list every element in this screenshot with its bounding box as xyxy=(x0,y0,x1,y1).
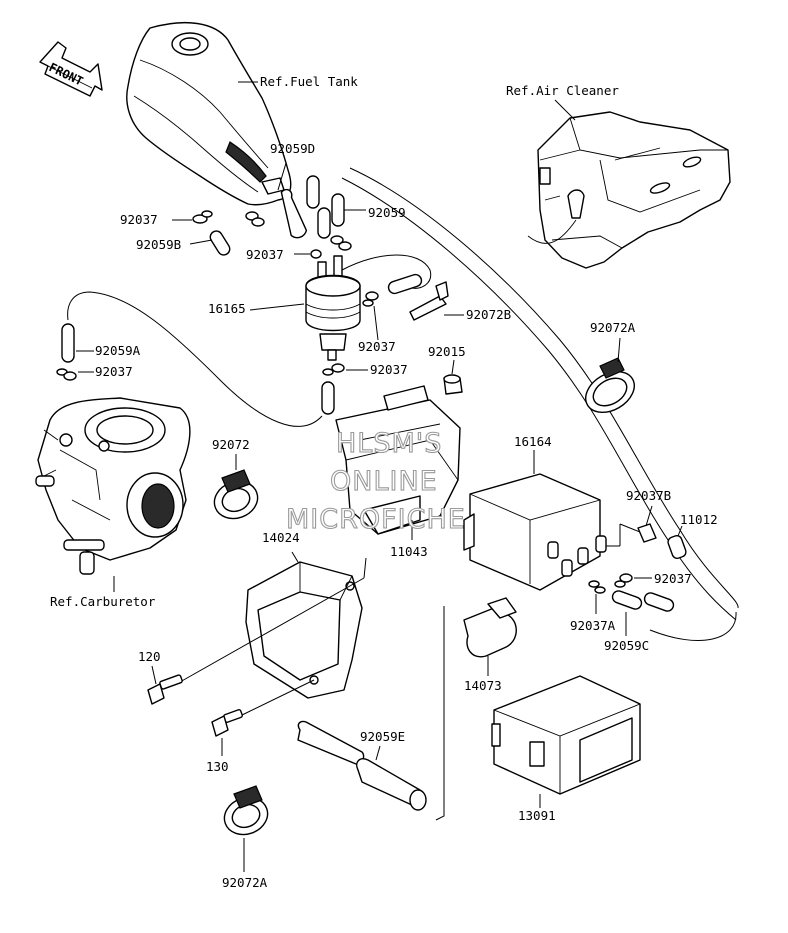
label-13091: 13091 xyxy=(518,808,556,823)
clamp-92072B-part xyxy=(387,273,449,321)
fuel-tank-part xyxy=(126,22,292,206)
bolt-120-part xyxy=(147,674,183,705)
clip-92037B-part xyxy=(637,523,657,543)
label-92072B: 92072B xyxy=(466,307,511,322)
label-92059D: 92059D xyxy=(270,141,315,156)
label-92037B: 92037B xyxy=(626,488,671,503)
label-92072A-top: 92072A xyxy=(590,320,636,335)
clip-92037-lower-icons xyxy=(322,363,345,376)
box-13091-part xyxy=(491,675,641,795)
hose-92059D-part xyxy=(280,188,308,239)
hose-92059-parts xyxy=(306,175,345,239)
clip-92037-left-icons xyxy=(56,368,77,381)
hose-92059C-part xyxy=(611,590,675,612)
label-14073: 14073 xyxy=(464,678,502,693)
air-cleaner-part xyxy=(527,111,731,269)
bracket-11043-part xyxy=(335,385,461,535)
label-92059C: 92059C xyxy=(604,638,649,653)
label-92059A: 92059A xyxy=(95,343,141,358)
label-92037-e: 92037 xyxy=(95,364,133,379)
cap-11012-part xyxy=(667,534,687,560)
hose-short-part xyxy=(321,381,335,415)
label-11012: 11012 xyxy=(680,512,718,527)
carburetor-part xyxy=(35,397,191,575)
label-16164: 16164 xyxy=(514,434,552,449)
hose-92059B-part xyxy=(209,230,231,256)
label-92059B: 92059B xyxy=(136,237,181,252)
ref-air-cleaner-label: Ref.Air Cleaner xyxy=(506,83,619,98)
label-92037-d: 92037 xyxy=(370,362,408,377)
watermark-line-3: MICROFICHE xyxy=(286,504,466,535)
watermark: HLSM'S ONLINE MICROFICHE xyxy=(285,427,466,535)
label-92059: 92059 xyxy=(368,205,406,220)
clip-92037-right-icons xyxy=(588,573,633,594)
label-92072: 92072 xyxy=(212,437,250,452)
label-92037-f: 92037 xyxy=(654,571,692,586)
watermark-line-2: ONLINE xyxy=(330,466,438,497)
front-arrow-icon: FRONT xyxy=(39,41,103,97)
canister-16164-part xyxy=(463,473,607,591)
watermark-line-1: HLSM'S xyxy=(336,428,442,459)
fuel-pump-part xyxy=(305,255,361,361)
label-92072A-bottom: 92072A xyxy=(222,875,268,890)
clip-92037-icons xyxy=(192,210,352,259)
label-16165: 16165 xyxy=(208,301,246,316)
label-120: 120 xyxy=(138,649,161,664)
bolt-130-part xyxy=(211,709,243,737)
label-130: 130 xyxy=(206,759,229,774)
label-14024: 14024 xyxy=(262,530,300,545)
label-92059E: 92059E xyxy=(360,729,405,744)
label-92037-c: 92037 xyxy=(358,339,396,354)
clip-14073-part xyxy=(463,597,517,658)
label-11043: 11043 xyxy=(390,544,428,559)
hose-92059E-part xyxy=(297,720,427,811)
ref-fuel-tank-label: Ref.Fuel Tank xyxy=(260,74,358,89)
label-92015: 92015 xyxy=(428,344,466,359)
hose-92059A-part xyxy=(61,323,75,363)
clamp-92072A-bottom-part xyxy=(223,785,269,836)
clamp-92072A-top-part xyxy=(585,357,635,413)
clip-92037-pump-icons xyxy=(362,291,379,307)
label-92037-b: 92037 xyxy=(246,247,284,262)
cover-14024-part xyxy=(245,561,363,699)
clamp-92072-part xyxy=(213,469,259,520)
cap-92015-part xyxy=(443,374,463,395)
label-92037A: 92037A xyxy=(570,618,616,633)
label-92037-a: 92037 xyxy=(120,212,158,227)
ref-carburetor-label: Ref.Carburetor xyxy=(50,594,156,609)
